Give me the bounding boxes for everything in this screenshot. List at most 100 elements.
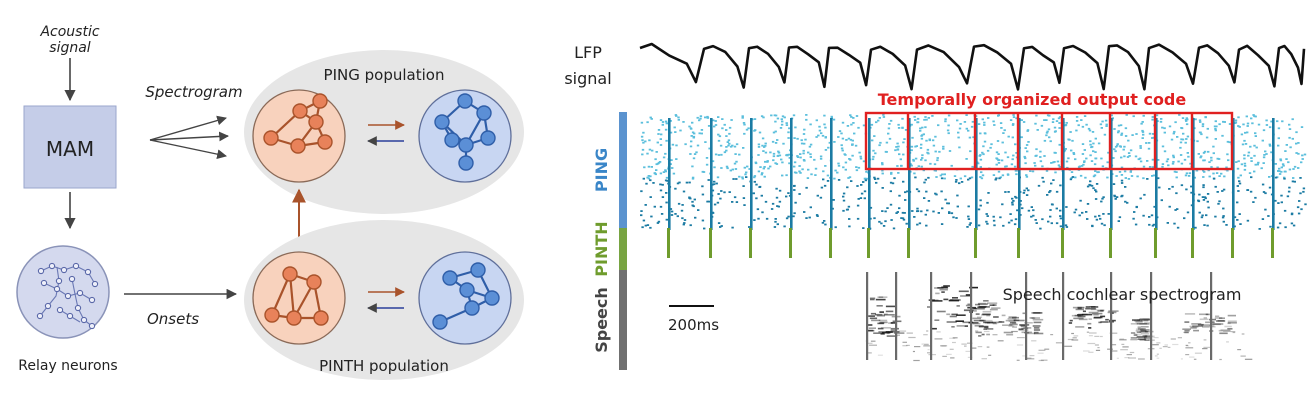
- ping-spike: [1105, 125, 1108, 127]
- spectrogram-streak: [1144, 334, 1153, 336]
- spectrogram-streak: [1215, 315, 1220, 318]
- spectrogram-streak: [1087, 322, 1092, 325]
- ping-spike: [753, 176, 756, 179]
- ping-spike: [1253, 170, 1256, 173]
- spectrogram-streak: [877, 327, 884, 330]
- ping-spike: [1288, 128, 1292, 130]
- ping-spike: [1058, 166, 1061, 168]
- ping-spike: [1073, 211, 1076, 214]
- ping-spike: [1200, 216, 1204, 219]
- ping-spike: [933, 169, 936, 172]
- spectrogram-streak: [939, 288, 948, 291]
- ping-spike: [941, 173, 944, 176]
- ping-spike: [1250, 157, 1253, 159]
- ping-spike: [1171, 162, 1175, 165]
- ping-spike: [1120, 132, 1124, 135]
- ping-spike: [1200, 133, 1203, 136]
- ping-spike: [1055, 222, 1059, 225]
- spectrogram-streak: [1034, 331, 1039, 334]
- ping-spike: [1118, 171, 1122, 173]
- ping-spike: [669, 208, 673, 210]
- ping-spike: [772, 159, 775, 162]
- ping-spike: [705, 157, 709, 159]
- ping-spike: [1193, 176, 1196, 179]
- ping-spike: [1217, 202, 1220, 205]
- ping-spike: [759, 166, 762, 168]
- ping-spike: [1172, 156, 1175, 159]
- ping-spike: [1284, 226, 1287, 229]
- ping-spike: [1203, 150, 1207, 153]
- ping-spike: [1129, 171, 1132, 173]
- ping-spike: [693, 132, 696, 135]
- ping-spike: [1161, 163, 1165, 165]
- ping-spike: [673, 126, 676, 129]
- ping-spike: [1277, 170, 1280, 172]
- ping-spike: [729, 169, 732, 172]
- ping-spike: [753, 175, 757, 177]
- ping-spike: [986, 215, 989, 217]
- spectrogram-streak: [1144, 335, 1153, 338]
- ping-spike: [840, 144, 843, 147]
- ping-spike: [896, 211, 899, 213]
- ping-spike: [999, 216, 1002, 219]
- ping-spike: [1280, 170, 1283, 173]
- ping-spike: [757, 154, 760, 156]
- ping-spike: [796, 156, 800, 158]
- spectrogram-streak: [1172, 343, 1179, 346]
- spectrogram-streak: [940, 345, 948, 347]
- spectrogram-streak: [950, 357, 955, 359]
- spectrogram-streak: [927, 352, 931, 354]
- ping-spike: [718, 135, 722, 138]
- onsets-label: Onsets: [147, 310, 199, 328]
- ping-spike: [803, 128, 806, 131]
- spectrogram-streak: [1009, 323, 1018, 326]
- spectrogram-streak: [1081, 313, 1093, 316]
- ping-spike: [898, 207, 901, 210]
- ping-spike: [1185, 138, 1188, 140]
- ping-spike: [642, 131, 645, 134]
- ping-spike: [780, 123, 784, 126]
- ping-spike: [965, 127, 968, 130]
- ping-spike: [1025, 194, 1029, 196]
- ping-spike: [902, 141, 905, 144]
- ping-spike: [1180, 127, 1183, 129]
- ping-spike: [1168, 125, 1172, 128]
- spectrogram-streak: [1185, 344, 1188, 346]
- ping-spike: [1115, 196, 1119, 198]
- ping-spike: [1101, 165, 1105, 168]
- ping-spike: [1092, 142, 1095, 145]
- ping-spike: [941, 207, 944, 210]
- ping-spike: [805, 186, 808, 189]
- ping-spike: [1252, 114, 1255, 116]
- spectrogram-streak: [1088, 311, 1099, 314]
- ping-spike: [1185, 123, 1189, 126]
- ping-spike: [788, 157, 791, 159]
- ping-spike: [924, 116, 927, 118]
- ping-spike: [1050, 182, 1053, 185]
- spectrogram-streak: [1219, 317, 1225, 319]
- ping-spike: [1094, 151, 1097, 153]
- ping-spike: [1182, 132, 1185, 135]
- ping-spike: [947, 202, 950, 205]
- ping-spike: [1297, 152, 1300, 155]
- ping-spike: [1043, 119, 1046, 121]
- ping-spike: [1233, 216, 1237, 219]
- spectrogram-streak: [1144, 336, 1148, 338]
- ping-spike: [934, 150, 937, 153]
- ping-spike: [925, 118, 928, 121]
- spectrogram-streak: [1005, 319, 1015, 322]
- ping-spike: [1151, 224, 1155, 227]
- ping-spike: [837, 179, 841, 181]
- ping-spike: [1291, 137, 1294, 140]
- spike-raster: [640, 114, 1307, 258]
- ping-spike: [931, 115, 934, 117]
- ping-spike: [731, 226, 734, 229]
- spectrogram-streak: [1105, 318, 1109, 321]
- ping-spike: [645, 182, 648, 185]
- spectrogram-streak: [1156, 353, 1159, 355]
- ping-spike: [1178, 114, 1181, 116]
- ping-spike: [1081, 125, 1085, 128]
- ping-spike: [1127, 139, 1130, 142]
- ping-spike: [1101, 197, 1104, 200]
- ping-spike: [1295, 142, 1298, 145]
